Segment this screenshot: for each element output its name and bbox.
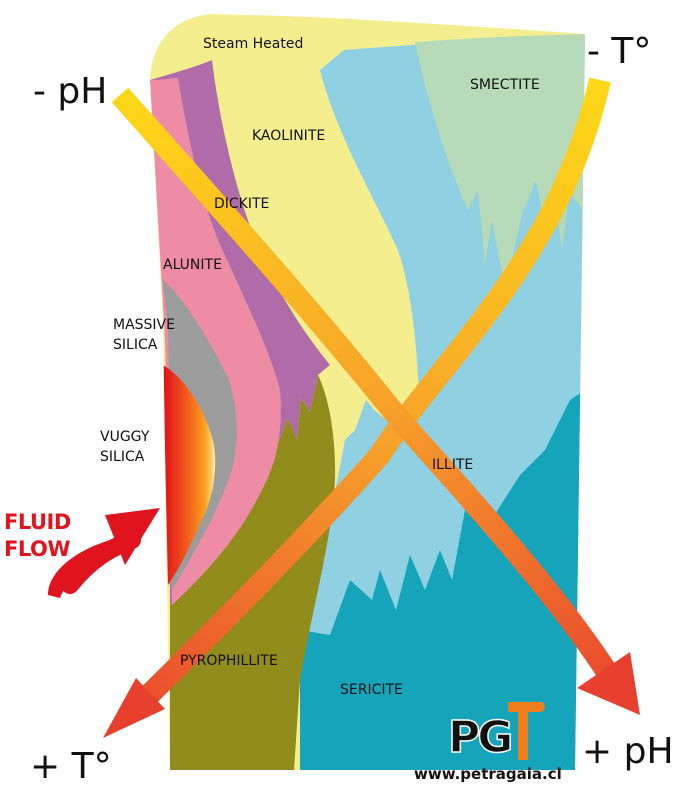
label-vuggy-silica-2: SILICA: [100, 449, 145, 465]
logo-url: www.petragaia.cl: [414, 765, 562, 783]
label-minus-temperature: - T°: [587, 31, 651, 72]
smectite-zone: [415, 34, 585, 290]
hammer-icon: [508, 702, 545, 760]
label-flow: FLOW: [4, 537, 70, 561]
label-minus-ph: - pH: [33, 71, 107, 112]
fluid-flow-arrow: [48, 508, 160, 598]
fluid-flow-arrowhead: [105, 508, 160, 565]
label-plus-temperature: + T°: [30, 746, 112, 787]
label-sericite: SERICITE: [340, 682, 403, 698]
label-plus-ph: + pH: [582, 731, 674, 772]
label-massive-silica-1: MASSIVE: [113, 317, 175, 333]
label-steam-heated: Steam Heated: [203, 36, 303, 52]
label-pyrophillite: PYROPHILLITE: [180, 653, 278, 669]
label-dickite: DICKITE: [214, 196, 269, 212]
label-alunite: ALUNITE: [163, 257, 222, 273]
alteration-column: [150, 14, 585, 770]
temperature-arrowhead: [103, 678, 165, 738]
label-fluid: FLUID: [4, 510, 71, 534]
vuggy-silica-zone: [163, 365, 216, 585]
petragaia-logo: PG: [447, 702, 545, 764]
label-smectite: SMECTITE: [470, 77, 540, 93]
ph-arrowhead: [577, 652, 640, 715]
logo-mark: PG: [448, 712, 510, 763]
label-kaolinite: KAOLINITE: [252, 128, 325, 144]
kaolinite-blade-1: [345, 380, 366, 440]
label-massive-silica-2: SILICA: [113, 337, 158, 353]
label-illite: ILLITE: [432, 457, 473, 473]
temperature-arrow: [103, 77, 611, 738]
ph-arrow: [111, 87, 640, 715]
sericite-zone: [300, 380, 585, 770]
label-vuggy-silica-1: VUGGY: [100, 429, 150, 445]
